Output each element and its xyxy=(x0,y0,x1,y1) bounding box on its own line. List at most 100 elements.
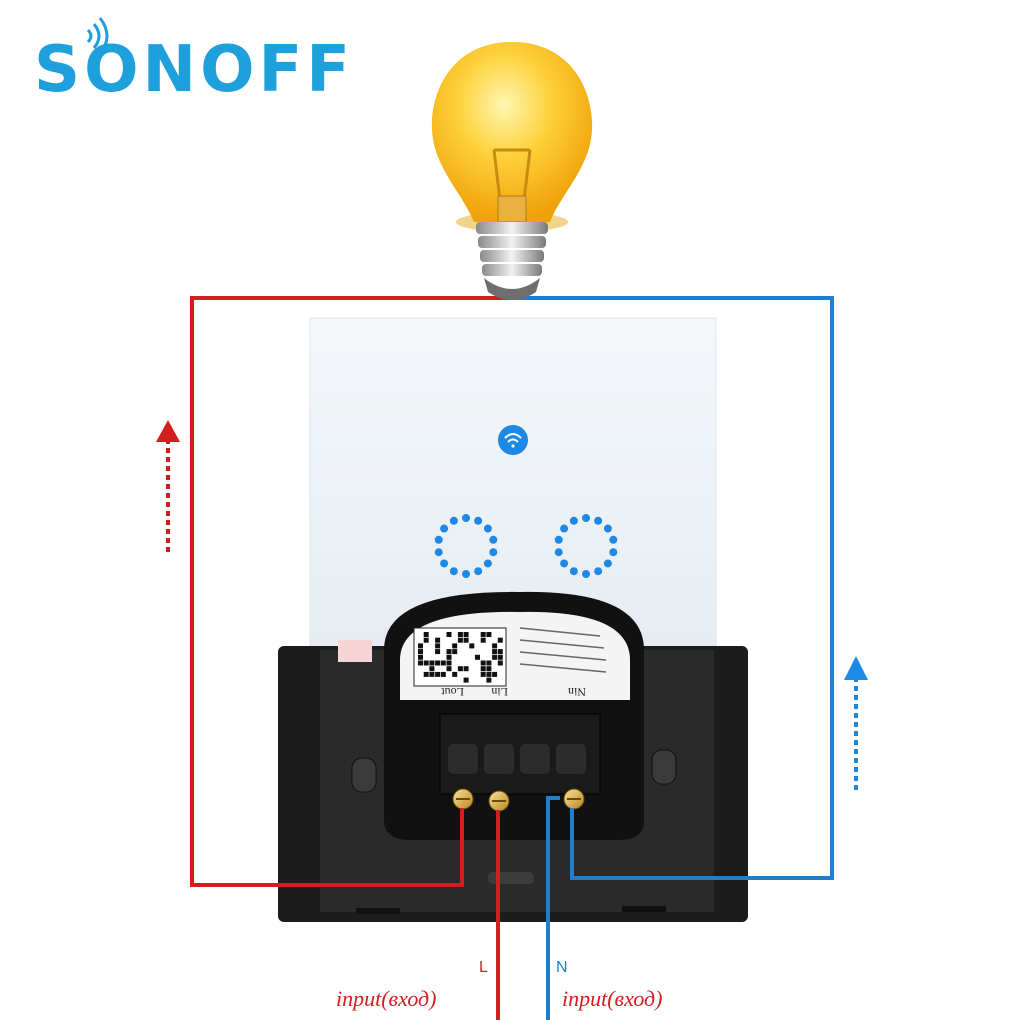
neutral-input-wire xyxy=(546,796,560,1020)
wifi-broadcast-icon xyxy=(86,17,109,55)
qr-cell xyxy=(492,654,498,660)
touch-ring-dot xyxy=(603,524,612,533)
touch-button-left[interactable] xyxy=(434,514,498,578)
qr-cell xyxy=(463,666,469,672)
qr-cell xyxy=(435,671,441,677)
qr-cell xyxy=(446,632,452,637)
touch-ring-dot xyxy=(560,524,569,533)
neutral-flow-arrow xyxy=(844,656,868,790)
wifi-icon xyxy=(498,425,528,455)
neutral-wire-label: N xyxy=(556,959,568,976)
qr-cell xyxy=(457,666,463,672)
qr-cell xyxy=(457,632,463,637)
qr-cell xyxy=(446,666,452,672)
neutral-wire-loop xyxy=(512,296,834,880)
terminal-screws xyxy=(452,788,585,812)
touch-ring-dot xyxy=(560,559,569,568)
touch-ring-dot xyxy=(554,548,563,557)
touch-ring-dot xyxy=(474,567,483,576)
terminal-label-nin: Nin xyxy=(568,685,586,699)
qr-cell xyxy=(435,660,441,666)
qr-cell xyxy=(452,643,458,649)
qr-cell xyxy=(486,660,492,666)
qr-cell xyxy=(423,660,429,666)
touch-ring-dot xyxy=(489,535,498,544)
touch-ring-dot xyxy=(483,524,492,533)
touch-ring-dot xyxy=(483,559,492,568)
touch-ring-dot xyxy=(603,559,612,568)
qr-cell xyxy=(463,632,469,637)
qr-cell xyxy=(435,643,441,649)
module-label-lines xyxy=(519,627,607,673)
qr-cell xyxy=(452,671,458,677)
live-wire-label: L xyxy=(479,959,488,976)
touch-button-right[interactable] xyxy=(554,514,618,578)
qr-cell xyxy=(492,643,498,649)
qr-cell xyxy=(486,677,492,683)
qr-cell xyxy=(497,637,503,643)
qr-cell xyxy=(469,643,475,649)
qr-cell xyxy=(418,643,423,649)
neutral-input-label: input(вход) xyxy=(562,986,662,1011)
live-flow-arrow xyxy=(156,420,180,552)
qr-cell xyxy=(429,671,435,677)
qr-cell xyxy=(423,632,429,637)
qr-cell xyxy=(475,654,480,660)
touch-ring-dot xyxy=(582,570,590,578)
terminal-slots xyxy=(448,744,586,774)
qr-cell xyxy=(452,649,458,655)
live-input-label: input(вход) xyxy=(336,986,436,1011)
qr-cell xyxy=(423,671,429,677)
qr-cell xyxy=(440,671,446,677)
terminal-label-lin: Lin xyxy=(491,685,508,699)
qr-code xyxy=(413,627,507,687)
qr-cell xyxy=(418,654,423,660)
touch-ring-dot xyxy=(594,516,603,525)
qr-cell xyxy=(486,671,492,677)
qr-cell xyxy=(480,666,486,672)
qr-cell xyxy=(492,671,498,677)
qr-cell xyxy=(497,660,503,666)
qr-cell xyxy=(446,649,452,655)
touch-ring-dot xyxy=(462,514,470,522)
qr-cell xyxy=(446,654,452,660)
relay-module: Nin Lin Lout xyxy=(384,591,644,840)
qr-cell xyxy=(435,637,441,643)
touch-ring-dot xyxy=(449,516,458,525)
light-bulb-icon xyxy=(431,42,593,300)
touch-ring-dot xyxy=(582,514,590,522)
qr-cell xyxy=(418,649,423,655)
qr-cell xyxy=(463,637,469,643)
touch-ring-dot xyxy=(609,535,618,544)
touch-ring-dot xyxy=(434,548,443,557)
touch-ring-dot xyxy=(434,535,443,544)
qr-cell xyxy=(440,660,446,666)
qr-cell xyxy=(497,654,503,660)
touch-ring-dot xyxy=(594,567,603,576)
qr-cell xyxy=(457,637,463,643)
touch-ring-dot xyxy=(440,524,449,533)
touch-ring-dot xyxy=(440,559,449,568)
terminal-label-lout: Lout xyxy=(441,685,464,699)
qr-cell xyxy=(486,666,492,672)
qr-cell xyxy=(480,632,486,637)
touch-ring-dot xyxy=(569,567,578,576)
touch-ring-dot xyxy=(449,567,458,576)
qr-cell xyxy=(492,649,498,655)
qr-cell xyxy=(480,660,486,666)
touch-ring-dot xyxy=(569,516,578,525)
touch-ring-dot xyxy=(462,570,470,578)
qr-cell xyxy=(423,637,429,643)
brand-logo: SONOFF xyxy=(34,33,354,107)
qr-cell xyxy=(418,660,423,666)
qr-cell xyxy=(429,660,435,666)
live-wire-loop xyxy=(190,296,512,887)
qr-cell xyxy=(480,671,486,677)
touch-ring-dot xyxy=(609,548,618,557)
touch-ring-dot xyxy=(489,548,498,557)
qr-cell xyxy=(463,677,469,683)
qr-cell xyxy=(497,649,503,655)
qr-cell xyxy=(435,649,441,655)
qr-cell xyxy=(480,637,486,643)
